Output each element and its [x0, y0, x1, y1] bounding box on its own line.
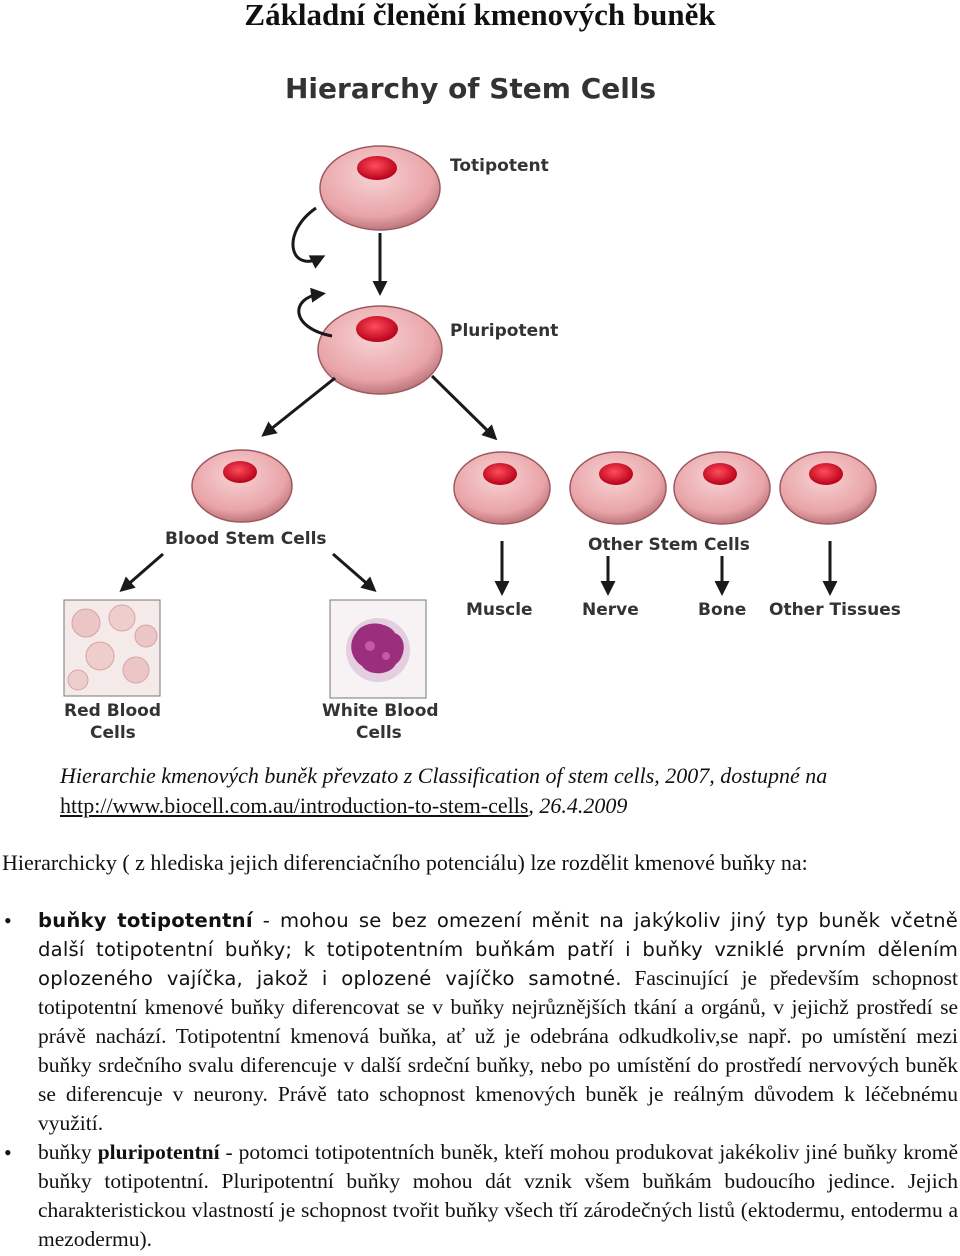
bone-label: Bone [698, 600, 746, 620]
totipotent-text-a: - mohou se bez omezení měnit na jakýkoli… [38, 909, 958, 990]
white-blood-cells-label-line1: White Blood [322, 701, 439, 721]
other-stem-cell [453, 451, 551, 525]
figure-caption: Hierarchie kmenových buněk převzato z Cl… [60, 761, 930, 821]
white-blood-cell-image [329, 599, 427, 699]
nerve-label: Nerve [582, 600, 639, 620]
list-item-pluripotent: • buňky pluripotentní - potomci totipote… [0, 1138, 958, 1254]
other-stem-cell [779, 451, 877, 525]
other-stem-cell [569, 451, 667, 525]
list-item-totipotent: • buňky totipotentní - mohou se bez omez… [0, 906, 958, 1138]
pluripotent-text: - potomci totipotentních buněk, kteří mo… [38, 1140, 958, 1251]
red-blood-cells-image [63, 599, 161, 697]
totipotent-cell [319, 145, 441, 231]
blood-stem-cell [191, 449, 293, 523]
self-renewal-arrow [291, 206, 326, 269]
pluripotent-prefix: buňky [38, 1140, 98, 1164]
stem-cell-hierarchy-figure: Hierarchy of Stem Cells Totipotent Pluri… [40, 58, 920, 758]
totipotent-label: Totipotent [450, 156, 549, 176]
figure-heading: Hierarchy of Stem Cells [285, 72, 656, 105]
other-stem-cell [673, 451, 771, 525]
branch-arrow-right [430, 374, 498, 441]
term-pluripotent: pluripotentní [97, 1140, 220, 1164]
totipotent-text-b: Fascinující je především schopnost totip… [38, 966, 958, 1135]
other-tissues-label: Other Tissues [769, 600, 901, 620]
arrow-to-red-blood [119, 552, 164, 592]
other-stem-cells-label: Other Stem Cells [588, 535, 750, 555]
totipotent-description: buňky totipotentní - mohou se bez omezen… [38, 909, 958, 1135]
bullet: • [4, 908, 12, 933]
page-title: Základní členění kmenových buněk [244, 0, 716, 32]
pluripotent-label: Pluripotent [450, 321, 558, 341]
pluripotent-cell [317, 305, 443, 395]
term-totipotent: buňky totipotentní [38, 909, 253, 932]
branch-arrow-left [261, 376, 336, 437]
red-blood-cells-label-line2: Cells [90, 723, 136, 743]
white-blood-cells-label-line2: Cells [356, 723, 402, 743]
intro-paragraph: Hierarchicky ( z hlediska jejich diferen… [2, 850, 808, 875]
caption-text: Hierarchie kmenových buněk převzato z Cl… [60, 763, 828, 788]
self-renewal-arrow [297, 287, 333, 338]
blood-stem-cells-label: Blood Stem Cells [165, 529, 327, 549]
bullet: • [4, 1140, 12, 1165]
caption-date: , 26.4.2009 [528, 793, 628, 818]
arrow-to-white-blood [332, 552, 377, 592]
muscle-label: Muscle [466, 600, 533, 620]
source-link[interactable]: http://www.biocell.com.au/introduction-t… [60, 793, 529, 818]
red-blood-cells-label-line1: Red Blood [64, 701, 161, 721]
stem-cell-types-list: • buňky totipotentní - mohou se bez omez… [0, 906, 958, 1254]
